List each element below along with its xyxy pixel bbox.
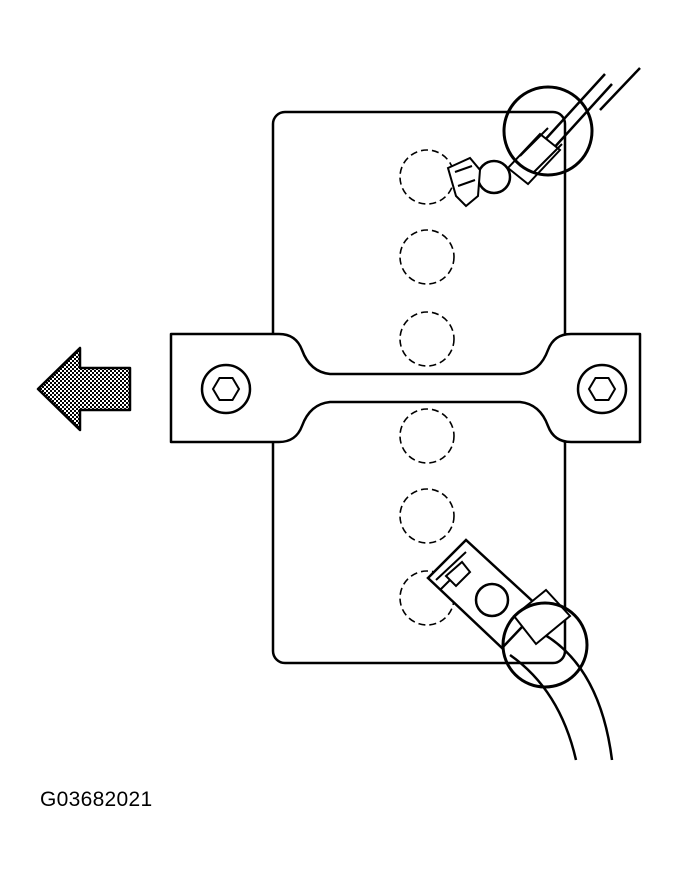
cell-cap [399,488,455,544]
terminal-post [474,582,510,618]
terminal-clamp [446,156,482,208]
lower-terminal [426,538,614,761]
hex-bolt-icon [576,363,628,415]
terminal-post [476,159,512,195]
circle-callout-icon [501,601,589,689]
cell-cap [399,408,455,464]
upper-terminal [446,67,641,208]
cell-cap [399,311,455,367]
hex-bolt-icon [200,363,252,415]
hold-down-clamp [169,332,642,444]
circle-callout-icon [502,85,594,177]
left-arrow-icon [36,346,132,432]
figure-code: G03682021 [40,788,153,811]
lower-cable [509,630,614,761]
cell-cap [399,229,455,285]
